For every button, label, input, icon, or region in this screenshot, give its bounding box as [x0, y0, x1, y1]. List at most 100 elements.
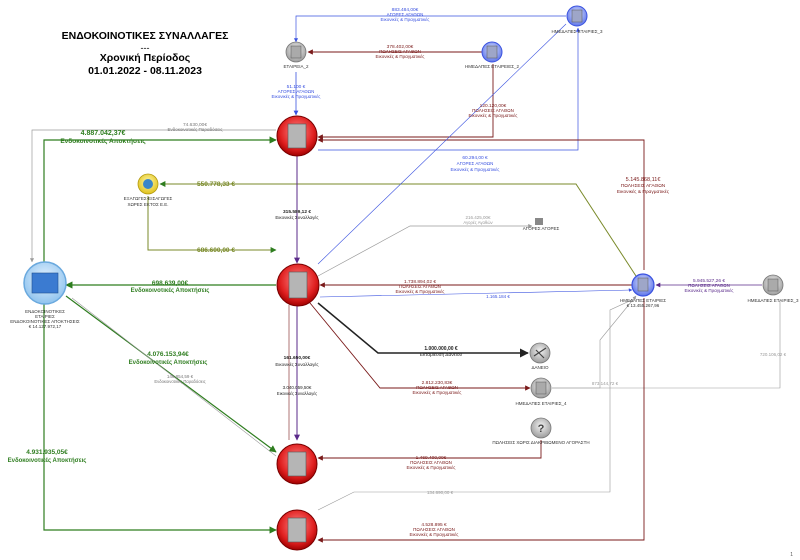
e28-amount: 4.528.895 €: [421, 522, 447, 528]
cart-icon: [535, 218, 543, 225]
building-icon: [287, 451, 307, 477]
e28-label1: ΠΩΛΗΣΕΙΣ ΑΓΑΘΩΝ: [413, 527, 455, 532]
edge-hmedapes-right-to-exports[interactable]: [159, 181, 637, 277]
e22-label1: ΠΩΛΗΣΕΙΣ ΑΓΑΘΩΝ: [416, 385, 458, 390]
edge-eu-deliveries-top[interactable]: [29, 129, 276, 263]
eu-flag-icon: [31, 272, 59, 294]
label-eu-2: ΕΤΑΙΡΙΕΣ: [35, 314, 55, 319]
edge-main-to-hmedapes3-diag[interactable]: [317, 23, 567, 265]
e1-label2: Εικονικές & Πραγματικές: [381, 16, 431, 22]
e20-amount: 161.650,00€: [284, 355, 311, 361]
node-main-top[interactable]: [276, 115, 318, 157]
label-purchases: ΑΓΟΡΕΣ ΑΓΟΡΕΣ: [523, 226, 560, 231]
e8-amount: 5.145.868,11€: [626, 177, 661, 183]
e26-label2: Εικονικές & Πραγματικές: [407, 464, 457, 470]
building-icon: [287, 517, 307, 543]
building-icon: [767, 278, 779, 292]
node-hmedapes3-right[interactable]: [762, 274, 784, 296]
node-hmedapes3-top[interactable]: [566, 5, 588, 27]
edge-hmedapes4-to-hmedapes-right[interactable]: [552, 295, 637, 389]
node-main-center[interactable]: [276, 263, 320, 307]
edge-main-to-loan[interactable]: [317, 302, 529, 358]
e13-amount: 698.639,00€: [152, 280, 189, 287]
edge-main-to-hmedapes4[interactable]: [309, 302, 531, 391]
period-label: Χρονική Περίοδος: [99, 52, 191, 64]
edge-hmedapes2-to-main-top[interactable]: [317, 64, 494, 140]
edge-unknown-to-lower[interactable]: [317, 440, 542, 461]
building-icon: [535, 381, 547, 395]
node-exports[interactable]: [137, 173, 159, 195]
building-icon: [288, 271, 308, 299]
node-main-lower[interactable]: [276, 443, 318, 485]
e24-amount: 720.106,02 €: [760, 352, 787, 357]
edge-main-to-hmedapes-right-blue[interactable]: [319, 288, 633, 298]
e5-amount: 74.630,00€: [183, 122, 207, 128]
node-main-bottom[interactable]: [276, 509, 318, 551]
e4-label2: Εικονικές & Πραγματικές: [469, 112, 519, 118]
e28-label2: Εικονικές & Πραγματικές: [410, 531, 460, 537]
e10-amount: 315.589,12 €: [283, 209, 311, 215]
edge-main-to-purchases[interactable]: [317, 223, 533, 277]
e3-label1: ΑΓΟΡΕΣ ΑΓΑΘΩΝ: [278, 89, 315, 94]
node-eu-companies[interactable]: [23, 261, 67, 305]
edge-bottom-to-hmedapes-right-gray[interactable]: [317, 297, 637, 511]
e25-amount: 4.931.935,05€: [26, 449, 68, 456]
edge-eu-deliveries-low[interactable]: [71, 297, 277, 457]
e8-label1: ΠΩΛΗΣΕΙΣ ΑΓΑΘΩΝ: [621, 183, 666, 189]
e4-label1: ΠΩΛΗΣΕΙΣ ΑΓΑΘΩΝ: [472, 108, 514, 113]
e25-label1: Ενδοκοινοτικές Αποκτήσεις: [8, 458, 87, 464]
e3-label2: Εικονικές & Πραγματικές: [272, 93, 322, 99]
edge-hmedapes-right-to-main-top[interactable]: [317, 137, 645, 270]
e16-label1: ΠΩΛΗΣΕΙΣ ΑΓΑΘΩΝ: [688, 283, 730, 288]
building-icon: [290, 45, 302, 59]
e6-amount: 4.887.042,37€: [81, 130, 126, 137]
e19-label1: Ενδοκοινοτικές Παραδόσεις: [154, 379, 205, 384]
e13-label1: Ενδοκοινοτικές Αποκτήσεις: [131, 288, 210, 294]
building-icon: [287, 123, 307, 149]
label-loan: ΔΑΝΕΙΟ: [531, 365, 549, 370]
e21-amount: 3.040.059,50€: [283, 385, 312, 390]
handshake-icon: [533, 347, 547, 359]
title-separator: ---: [140, 43, 150, 53]
node-purchases[interactable]: [535, 218, 543, 225]
e26-amount: 1.469.400,00€: [416, 455, 447, 461]
node-unknown-buyer[interactable]: ?: [530, 417, 552, 439]
label-unknown-buyer: ΠΩΛΗΣΕΙΣ ΧΩΡΙΣ ΔΙΑΚΡΙΒΩΜΕΝΟ ΑΓΟΡΑΣΤΗ: [492, 440, 589, 445]
label-company2: ΕΤΑΙΡΕΙΑ_2: [284, 64, 309, 69]
node-company2[interactable]: [285, 41, 307, 63]
e27-amount: 134.690,00 €: [427, 490, 454, 495]
label-eu-1: ΕΝΔΟΚΟΙΝΟΤΙΚΕΣ: [25, 309, 65, 314]
e14-label1: ΠΩΛΗΣΕΙΣ ΑΓΑΘΩΝ: [399, 284, 441, 289]
node-hmedapes2[interactable]: [481, 41, 503, 63]
label-hmedapes3-top: ΗΜΕΔΑΠΕΣ ΕΤΑΙΡΙΕΣ_3: [552, 29, 603, 34]
edge-eu-acquisitions-top[interactable]: [43, 136, 277, 262]
e2-label1: ΠΩΛΗΣΕΙΣ ΑΓΑΘΩΝ: [379, 49, 421, 54]
label-hmedapes4: ΗΜΕΔΑΠΕΣ ΕΤΑΙΡΙΕΣ_4: [516, 401, 567, 406]
page-number: 1: [790, 552, 793, 558]
e9-amount: 550.778,33 €: [197, 181, 235, 188]
edge-hmedapes-right-to-bottom[interactable]: [317, 298, 645, 543]
node-loan[interactable]: [529, 342, 551, 364]
edge-eu-to-bottom[interactable]: [43, 300, 277, 534]
e1-label1: ΑΓΟΡΕΣ ΑΓΑΘΩΝ: [387, 12, 424, 17]
edge-exports-to-main[interactable]: [147, 196, 277, 253]
e7-label2: Εικονικές & Πραγματικές: [451, 166, 501, 172]
e23-amount: 873.144,72 €: [592, 381, 619, 386]
e2-label2: Εικονικές & Πραγματικές: [376, 53, 426, 59]
building-icon: [486, 45, 498, 59]
e4-amount: 120.120,00€: [480, 103, 507, 109]
period-range: 01.01.2022 - 08.11.2023: [88, 65, 202, 77]
node-hmedapes-right[interactable]: [631, 273, 655, 297]
edge-main-to-hmedapes3[interactable]: [318, 27, 581, 151]
e21-label1: Εικονικές Συναλλαγές: [277, 391, 317, 396]
label-hmedapes2: ΗΜΕΔΑΠΕΣ ΕΤΑΙΡΕΙΕΣ_2: [465, 64, 519, 69]
question-icon: ?: [538, 423, 545, 435]
e7-amount: 60.294,00 €: [462, 155, 488, 161]
node-hmedapes4[interactable]: [530, 377, 552, 399]
edge-hmedapes3-to-top[interactable]: [293, 15, 566, 43]
edge-hmedapes3-right-gray[interactable]: [552, 300, 781, 389]
e17-label1: Εκταμίευση Δανείου: [420, 352, 463, 358]
edge-main-to-eu-low[interactable]: [65, 295, 277, 453]
e1-amount: 883.484,00€: [392, 7, 419, 13]
label-hmedapes-right-2: € 13.455.267,96: [627, 303, 660, 308]
